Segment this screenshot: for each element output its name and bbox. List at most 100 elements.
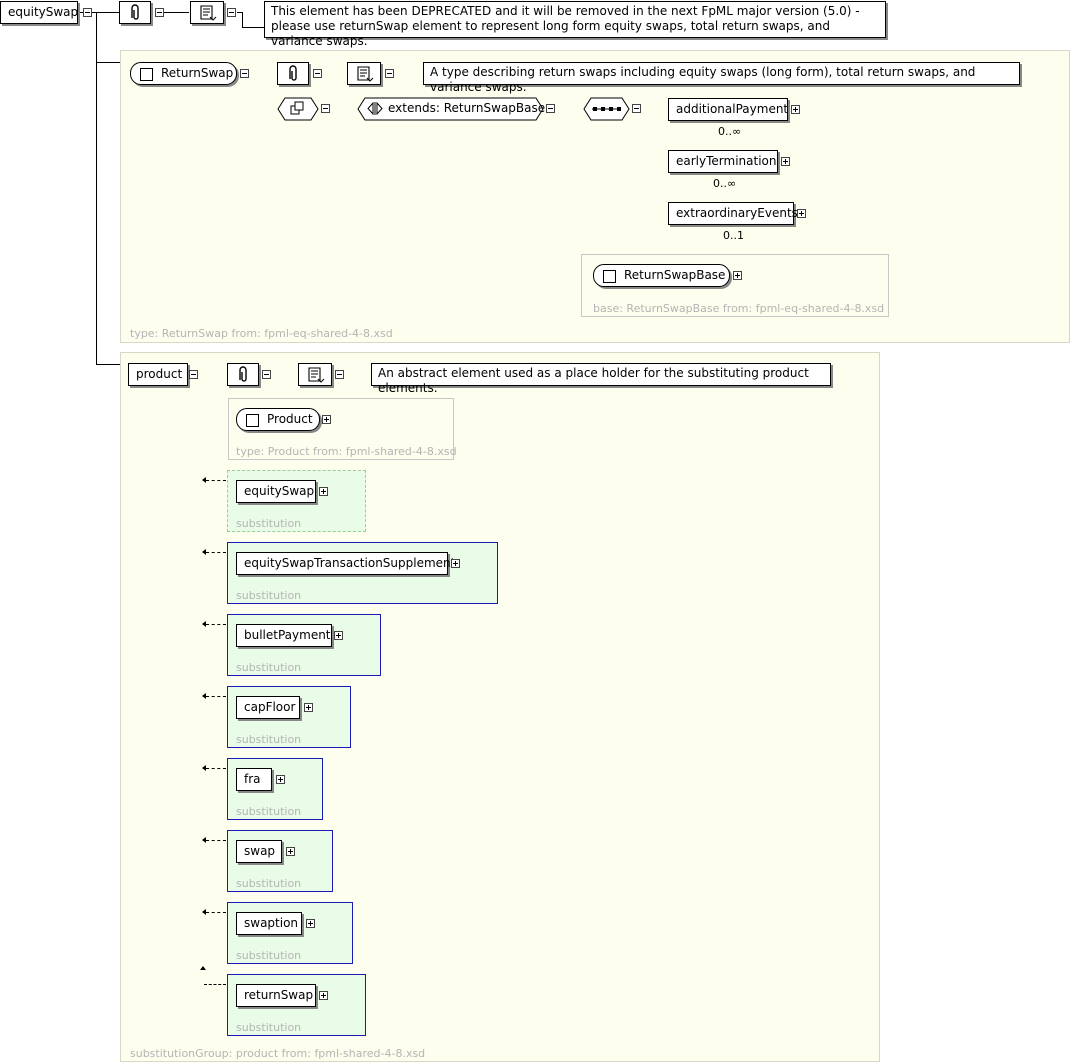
expand-icon[interactable]: [286, 847, 295, 856]
annotation-icon[interactable]: [277, 62, 309, 85]
collapse-icon[interactable]: [546, 104, 555, 113]
expand-icon[interactable]: [451, 559, 460, 568]
extension-label: extends: ReturnSwapBase: [388, 101, 546, 115]
documentation-icon[interactable]: [190, 1, 224, 24]
root-element-node[interactable]: equitySwap: [0, 1, 78, 24]
substitution-swaption[interactable]: swaption: [236, 912, 302, 935]
substitution-label: substitution: [236, 877, 302, 890]
arrow-icon: [202, 837, 206, 843]
arrow-icon: [200, 966, 206, 970]
substitution-swap[interactable]: swap: [236, 840, 282, 863]
expand-icon[interactable]: [797, 209, 806, 218]
substitution-label: substitution: [236, 661, 302, 674]
product-element-name: product: [136, 367, 183, 381]
documentation-icon[interactable]: [347, 62, 381, 85]
substitution-name: bulletPayment: [244, 628, 331, 642]
child-additionalpayment[interactable]: additionalPayment: [668, 98, 788, 121]
expand-icon[interactable]: [334, 631, 343, 640]
collapse-icon[interactable]: [321, 104, 330, 113]
child-earlytermination[interactable]: earlyTermination: [668, 150, 778, 173]
expand-icon[interactable]: [276, 775, 285, 784]
expand-icon[interactable]: [319, 991, 328, 1000]
collapse-icon[interactable]: [227, 8, 236, 17]
child-name: extraordinaryEvents: [676, 206, 798, 220]
expand-icon[interactable]: [304, 703, 313, 712]
returnswap-documentation: A type describing return swaps including…: [423, 62, 1020, 94]
collapse-icon[interactable]: [83, 8, 92, 17]
complex-content-icon[interactable]: [277, 97, 319, 121]
collapse-icon[interactable]: [262, 370, 271, 379]
substitution-name: returnSwap: [244, 988, 314, 1002]
arrow-icon: [202, 621, 206, 627]
base-type-panel: [581, 254, 889, 317]
expand-icon[interactable]: [781, 157, 790, 166]
collapse-icon[interactable]: [335, 370, 344, 379]
product-type-panel: [228, 398, 454, 460]
complex-type-icon: [246, 414, 259, 427]
root-documentation-text: This element has been DEPRECATED and it …: [271, 4, 860, 48]
substitution-label: substitution: [236, 589, 302, 602]
expand-icon[interactable]: [733, 271, 742, 280]
base-type-name: ReturnSwapBase: [624, 268, 726, 282]
documentation-icon[interactable]: [298, 363, 332, 386]
extension-icon: [367, 101, 383, 118]
substitution-capfloor[interactable]: capFloor: [236, 696, 300, 719]
substitution-label: substitution: [236, 805, 302, 818]
substitution-label: substitution: [236, 517, 302, 530]
substitution-name: fra: [244, 772, 261, 786]
child-name: earlyTermination: [676, 154, 777, 168]
arrow-icon: [202, 909, 206, 915]
annotation-icon[interactable]: [227, 363, 259, 386]
collapse-icon[interactable]: [313, 69, 322, 78]
returnswap-type-footer: type: ReturnSwap from: fpml-eq-shared-4-…: [130, 327, 393, 340]
returnswap-documentation-text: A type describing return swaps including…: [430, 65, 976, 94]
extension-node[interactable]: extends: ReturnSwapBase: [357, 97, 546, 121]
cardinality: 0..1: [723, 229, 744, 242]
sequence-icon[interactable]: [583, 97, 630, 121]
product-footer: substitutionGroup: product from: fpml-sh…: [130, 1047, 426, 1060]
substitution-bulletpayment[interactable]: bulletPayment: [236, 624, 332, 647]
arrow-icon: [202, 693, 206, 699]
substitution-name: swaption: [244, 916, 299, 930]
collapse-icon[interactable]: [189, 370, 198, 379]
product-documentation: An abstract element used as a place hold…: [371, 363, 831, 395]
substitution-equityswap[interactable]: equitySwap: [236, 480, 316, 503]
base-type-footer: base: ReturnSwapBase from: fpml-eq-share…: [593, 302, 885, 315]
arrow-icon: [202, 765, 206, 771]
substitution-label: substitution: [236, 1021, 302, 1034]
complex-type-icon: [603, 270, 616, 283]
expand-icon[interactable]: [791, 105, 800, 114]
annotation-icon[interactable]: [119, 1, 151, 24]
substitution-name: swap: [244, 844, 276, 858]
cardinality: 0..∞: [713, 177, 737, 190]
product-type-node[interactable]: Product: [236, 408, 320, 431]
substitution-equityswaptransactionsupplement[interactable]: equitySwapTransactionSupplement: [236, 552, 455, 575]
collapse-icon[interactable]: [632, 104, 641, 113]
expand-icon[interactable]: [319, 487, 328, 496]
substitution-fra[interactable]: fra: [236, 768, 272, 791]
expand-icon[interactable]: [322, 415, 331, 424]
collapse-icon[interactable]: [385, 69, 394, 78]
substitution-name: equitySwap: [244, 484, 315, 498]
substitution-name: capFloor: [244, 700, 296, 714]
root-element-name: equitySwap: [8, 5, 79, 19]
product-type-footer: type: Product from: fpml-shared-4-8.xsd: [236, 445, 457, 458]
expand-icon[interactable]: [306, 919, 315, 928]
returnswap-type-node[interactable]: ReturnSwap: [130, 62, 237, 85]
child-name: additionalPayment: [676, 102, 789, 116]
substitution-name: equitySwapTransactionSupplement: [244, 556, 456, 570]
substitution-label: substitution: [236, 949, 302, 962]
arrow-icon: [202, 549, 206, 555]
cardinality: 0..∞: [718, 125, 742, 138]
root-documentation: This element has been DEPRECATED and it …: [264, 1, 886, 48]
returnswap-type-name: ReturnSwap: [161, 66, 234, 80]
product-type-name: Product: [267, 412, 313, 426]
product-element-node[interactable]: product: [128, 363, 188, 386]
substitution-returnswap[interactable]: returnSwap: [236, 984, 316, 1007]
complex-type-icon: [140, 68, 153, 81]
base-type-node[interactable]: ReturnSwapBase: [593, 264, 730, 287]
child-extraordinaryevents[interactable]: extraordinaryEvents: [668, 202, 798, 225]
collapse-icon[interactable]: [240, 69, 249, 78]
product-documentation-text: An abstract element used as a place hold…: [378, 366, 809, 395]
collapse-icon[interactable]: [155, 8, 164, 17]
